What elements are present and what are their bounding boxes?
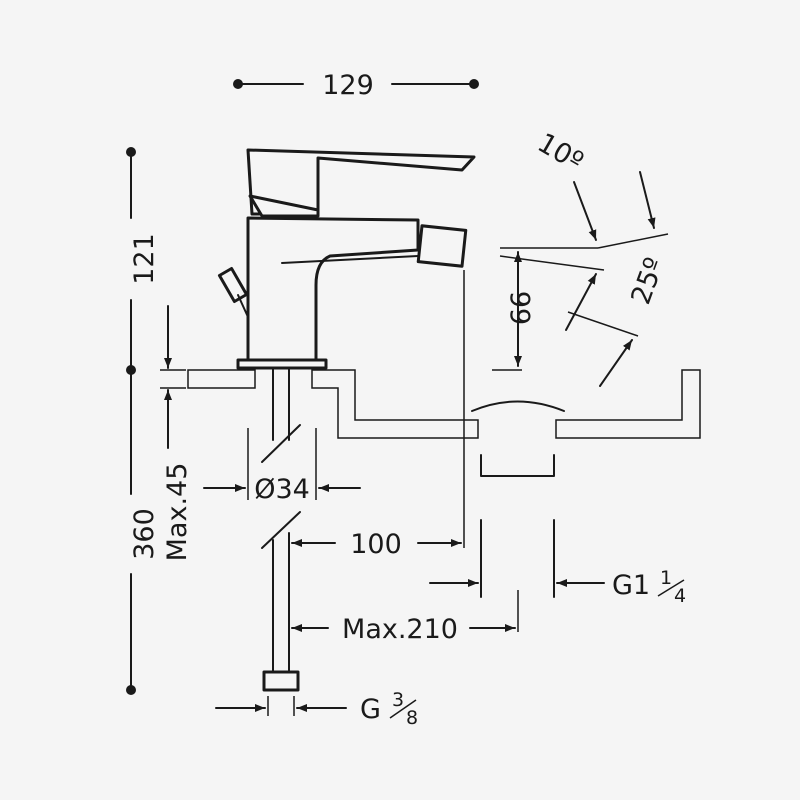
- dim-waste-thread-frac-num: 1: [660, 567, 672, 589]
- supply-connector: [262, 670, 300, 692]
- dim-waste-thread-frac-den: 4: [674, 585, 686, 607]
- handle-cartridge-joint: [248, 194, 320, 218]
- deck-left-slab: [187, 369, 256, 389]
- dim-spout-height: 66: [492, 247, 598, 371]
- dim-spout-height-label: 66: [506, 291, 537, 325]
- faucet-body: [217, 148, 476, 370]
- faucet-base-plate: [236, 358, 328, 370]
- dim-waste-reach: Max.210: [291, 614, 516, 645]
- hose-break-upper: [261, 424, 301, 463]
- dim-waste-thread: G1 1 4: [429, 567, 686, 607]
- lever-handle: [246, 148, 476, 216]
- bowl-right-wall: [555, 369, 701, 439]
- dim-angle-spout: 10º: [532, 127, 669, 249]
- spray-nozzle: [416, 224, 468, 268]
- dim-angle-jet-label: 25º: [625, 254, 670, 309]
- dim-height-total-label: 360: [129, 508, 160, 560]
- dim-angle-spout-label: 10º: [532, 127, 588, 177]
- dim-width-top: 129: [233, 70, 479, 101]
- dim-body-diameter: Ø34: [203, 428, 361, 505]
- waste-body: [480, 454, 555, 477]
- dim-supply-thread-label: G: [360, 694, 381, 725]
- dim-body-diameter-label: Ø34: [254, 474, 310, 505]
- diverter-knob: [217, 267, 249, 303]
- dim-spout-reach-label: 100: [350, 529, 402, 560]
- dim-spout-reach: 100: [291, 270, 465, 560]
- dim-left-vertical: 121 360: [126, 147, 160, 695]
- dim-supply-thread: G 3 8: [215, 689, 418, 729]
- faucet-main-body: [246, 216, 420, 362]
- dim-waste-thread-label: G1: [612, 570, 650, 601]
- dim-deck-thickness-label: Max.45: [162, 463, 193, 562]
- spout-detail-line: [281, 255, 419, 264]
- waste-outlet: [471, 400, 565, 632]
- deck-right-ledge: [311, 369, 479, 439]
- dim-supply-thread-frac-num: 3: [392, 689, 404, 711]
- dim-height-upper-label: 121: [129, 233, 160, 285]
- waste-plug-arc: [471, 400, 565, 412]
- dim-deck-thickness: Max.45: [160, 305, 193, 562]
- dim-waste-reach-label: Max.210: [342, 614, 458, 645]
- diverter-pin: [237, 294, 249, 318]
- deck-section: [187, 369, 701, 439]
- dim-supply-thread-frac-den: 8: [406, 707, 418, 729]
- supply-hoses: [261, 365, 301, 692]
- hose-break-lower: [261, 511, 301, 549]
- dim-width-top-label: 129: [322, 70, 374, 101]
